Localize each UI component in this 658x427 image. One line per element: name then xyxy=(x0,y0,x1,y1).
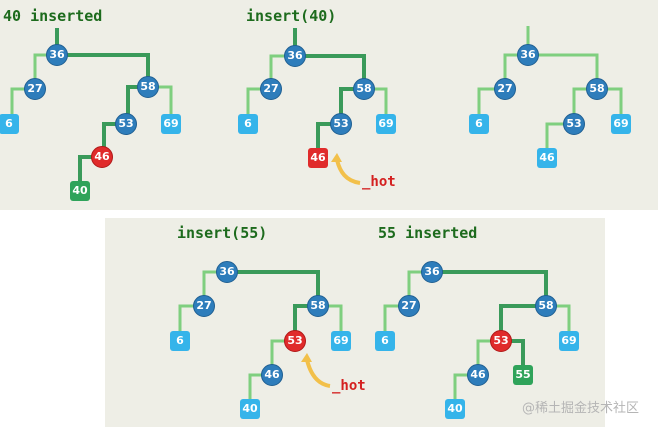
panel-insert-55 xyxy=(105,218,355,427)
tree-leaf: 6 xyxy=(469,114,489,134)
tree-node: 53 xyxy=(115,113,137,135)
tree-leaf: 6 xyxy=(375,331,395,351)
panel-55-inserted xyxy=(355,218,605,427)
panel-title: insert(40) xyxy=(246,7,337,25)
panel-title: insert(55) xyxy=(177,224,268,242)
tree-node: 27 xyxy=(24,78,46,100)
tree-node: 36 xyxy=(517,44,539,66)
tree-node: 27 xyxy=(398,295,420,317)
tree-node: 53 xyxy=(563,113,585,135)
tree-leaf: 69 xyxy=(611,114,631,134)
tree-node: 53 xyxy=(330,113,352,135)
tree-node: 53 xyxy=(284,330,306,352)
tree-leaf: 69 xyxy=(161,114,181,134)
tree-node: 36 xyxy=(46,44,68,66)
tree-node: 27 xyxy=(494,78,516,100)
hot-arrow xyxy=(305,359,331,388)
tree-leaf: 69 xyxy=(331,331,351,351)
tree-leaf: 40 xyxy=(70,181,90,201)
tree-leaf: 69 xyxy=(559,331,579,351)
tree-leaf: 46 xyxy=(308,148,328,168)
tree-node: 58 xyxy=(137,76,159,98)
tree-node: 36 xyxy=(284,45,306,67)
tree-node: 58 xyxy=(353,78,375,100)
panel-title: 40 inserted xyxy=(3,7,103,25)
tree-leaf: 6 xyxy=(0,114,19,134)
tree-node: 46 xyxy=(467,364,489,386)
tree-node: 36 xyxy=(421,261,443,283)
tree-leaf: 46 xyxy=(537,148,557,168)
tree-leaf: 40 xyxy=(445,399,465,419)
tree-node: 46 xyxy=(91,146,113,168)
panel-title: 55 inserted xyxy=(378,224,478,242)
tree-node: 46 xyxy=(261,364,283,386)
tree-leaf: 6 xyxy=(170,331,190,351)
tree-leaf: 69 xyxy=(376,114,396,134)
hot-label: _hot xyxy=(362,174,396,190)
watermark: @稀土掘金技术社区 xyxy=(522,401,640,416)
panel-insert-40 xyxy=(215,0,430,210)
tree-node: 58 xyxy=(535,295,557,317)
hot-arrow xyxy=(335,159,361,185)
tree-leaf: 40 xyxy=(240,399,260,419)
panel-40-inserted xyxy=(0,0,215,210)
tree-leaf: 55 xyxy=(513,365,533,385)
tree-node: 53 xyxy=(490,330,512,352)
tree-node: 36 xyxy=(216,261,238,283)
tree-node: 27 xyxy=(260,78,282,100)
tree-node: 27 xyxy=(193,295,215,317)
tree-leaf: 6 xyxy=(238,114,258,134)
hot-label: _hot xyxy=(332,378,366,394)
tree-node: 58 xyxy=(307,295,329,317)
tree-node: 58 xyxy=(586,78,608,100)
